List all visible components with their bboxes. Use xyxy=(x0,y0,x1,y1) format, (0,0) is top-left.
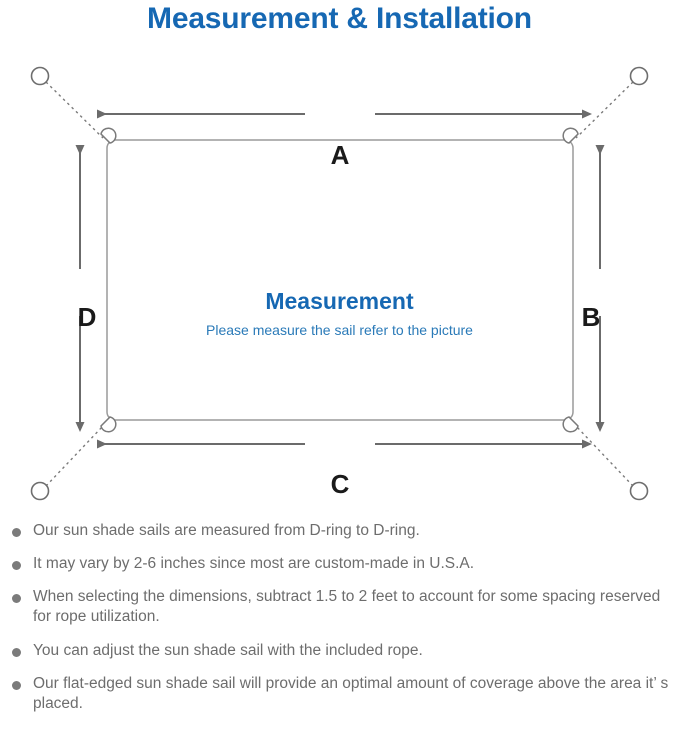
anchor-point-top-right xyxy=(629,66,649,86)
sail-rectangle xyxy=(106,139,574,421)
note-text: Our sun shade sails are measured from D-… xyxy=(33,522,420,539)
bullet-icon xyxy=(12,594,21,604)
dimension-label-c: C xyxy=(330,469,350,499)
rope-lines xyxy=(45,81,634,487)
note-text: It may vary by 2-6 inches since most are… xyxy=(33,555,475,573)
rope-line-top-left xyxy=(45,81,104,139)
dimension-label-a: A xyxy=(330,140,350,170)
note-text: When selecting the dimensions, subtract … xyxy=(33,588,661,626)
list-item: Our flat-edged sun shade sail will provi… xyxy=(0,674,679,714)
bullet-icon xyxy=(12,561,21,571)
notes-list: Our sun shade sails are measured from D-… xyxy=(0,521,679,727)
anchor-points xyxy=(30,66,649,501)
rope-line-bottom-right xyxy=(575,425,634,487)
d-rings xyxy=(100,127,579,433)
diagram-center-title: Measurement xyxy=(265,288,414,314)
list-item: When selecting the dimensions, subtract … xyxy=(0,587,679,627)
list-item: It may vary by 2-6 inches since most are… xyxy=(0,554,679,574)
anchor-point-bottom-right xyxy=(629,481,649,501)
note-text: Our flat-edged sun shade sail will provi… xyxy=(33,674,669,712)
anchor-point-bottom-left xyxy=(30,481,50,501)
rope-line-bottom-left xyxy=(45,425,104,487)
diagram-svg xyxy=(30,66,649,501)
d-ring-top-right xyxy=(562,127,579,144)
d-ring-bottom-right xyxy=(562,416,579,433)
anchor-point-top-left xyxy=(30,66,50,86)
list-item: Our sun shade sails are measured from D-… xyxy=(0,521,679,541)
d-ring-bottom-left xyxy=(100,416,117,433)
d-ring-top-left xyxy=(100,127,117,144)
bullet-icon xyxy=(12,647,21,657)
sail-measurement-diagram: Measurement Please measure the sail refe… xyxy=(0,44,679,514)
diagram-center-subtitle: Please measure the sail refer to the pic… xyxy=(206,322,473,338)
list-item: You can adjust the sun shade sail with t… xyxy=(0,641,679,661)
bullet-icon xyxy=(12,680,21,690)
dimension-label-d: D xyxy=(77,302,97,332)
dimension-label-b: B xyxy=(581,302,601,332)
rope-line-top-right xyxy=(575,81,634,139)
bullet-icon xyxy=(12,528,21,537)
note-text: You can adjust the sun shade sail with t… xyxy=(33,641,423,659)
page-title: Measurement & Installation xyxy=(147,2,532,35)
